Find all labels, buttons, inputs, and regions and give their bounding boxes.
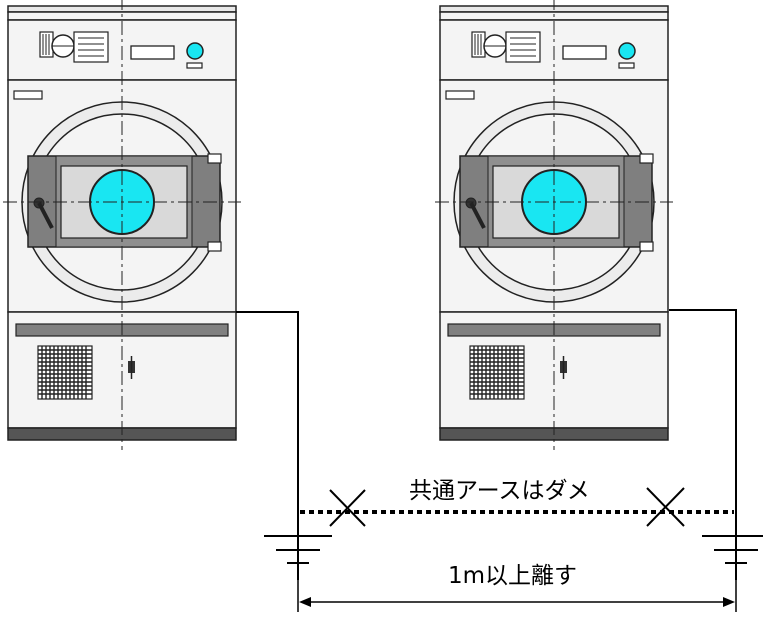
common-ground-warning-label: 共通アースはダメ (406, 478, 593, 504)
right-x-mark (646, 487, 685, 527)
right-ground-symbol (701, 535, 763, 564)
left-dryer (1, 0, 243, 452)
left-x-mark (329, 489, 366, 527)
separation-dimension-arrow (297, 580, 737, 612)
right-dryer (433, 0, 675, 452)
left-ground-wire (236, 311, 299, 536)
separation-distance-label: 1m以上離す (445, 563, 581, 589)
right-ground-wire (669, 309, 737, 536)
